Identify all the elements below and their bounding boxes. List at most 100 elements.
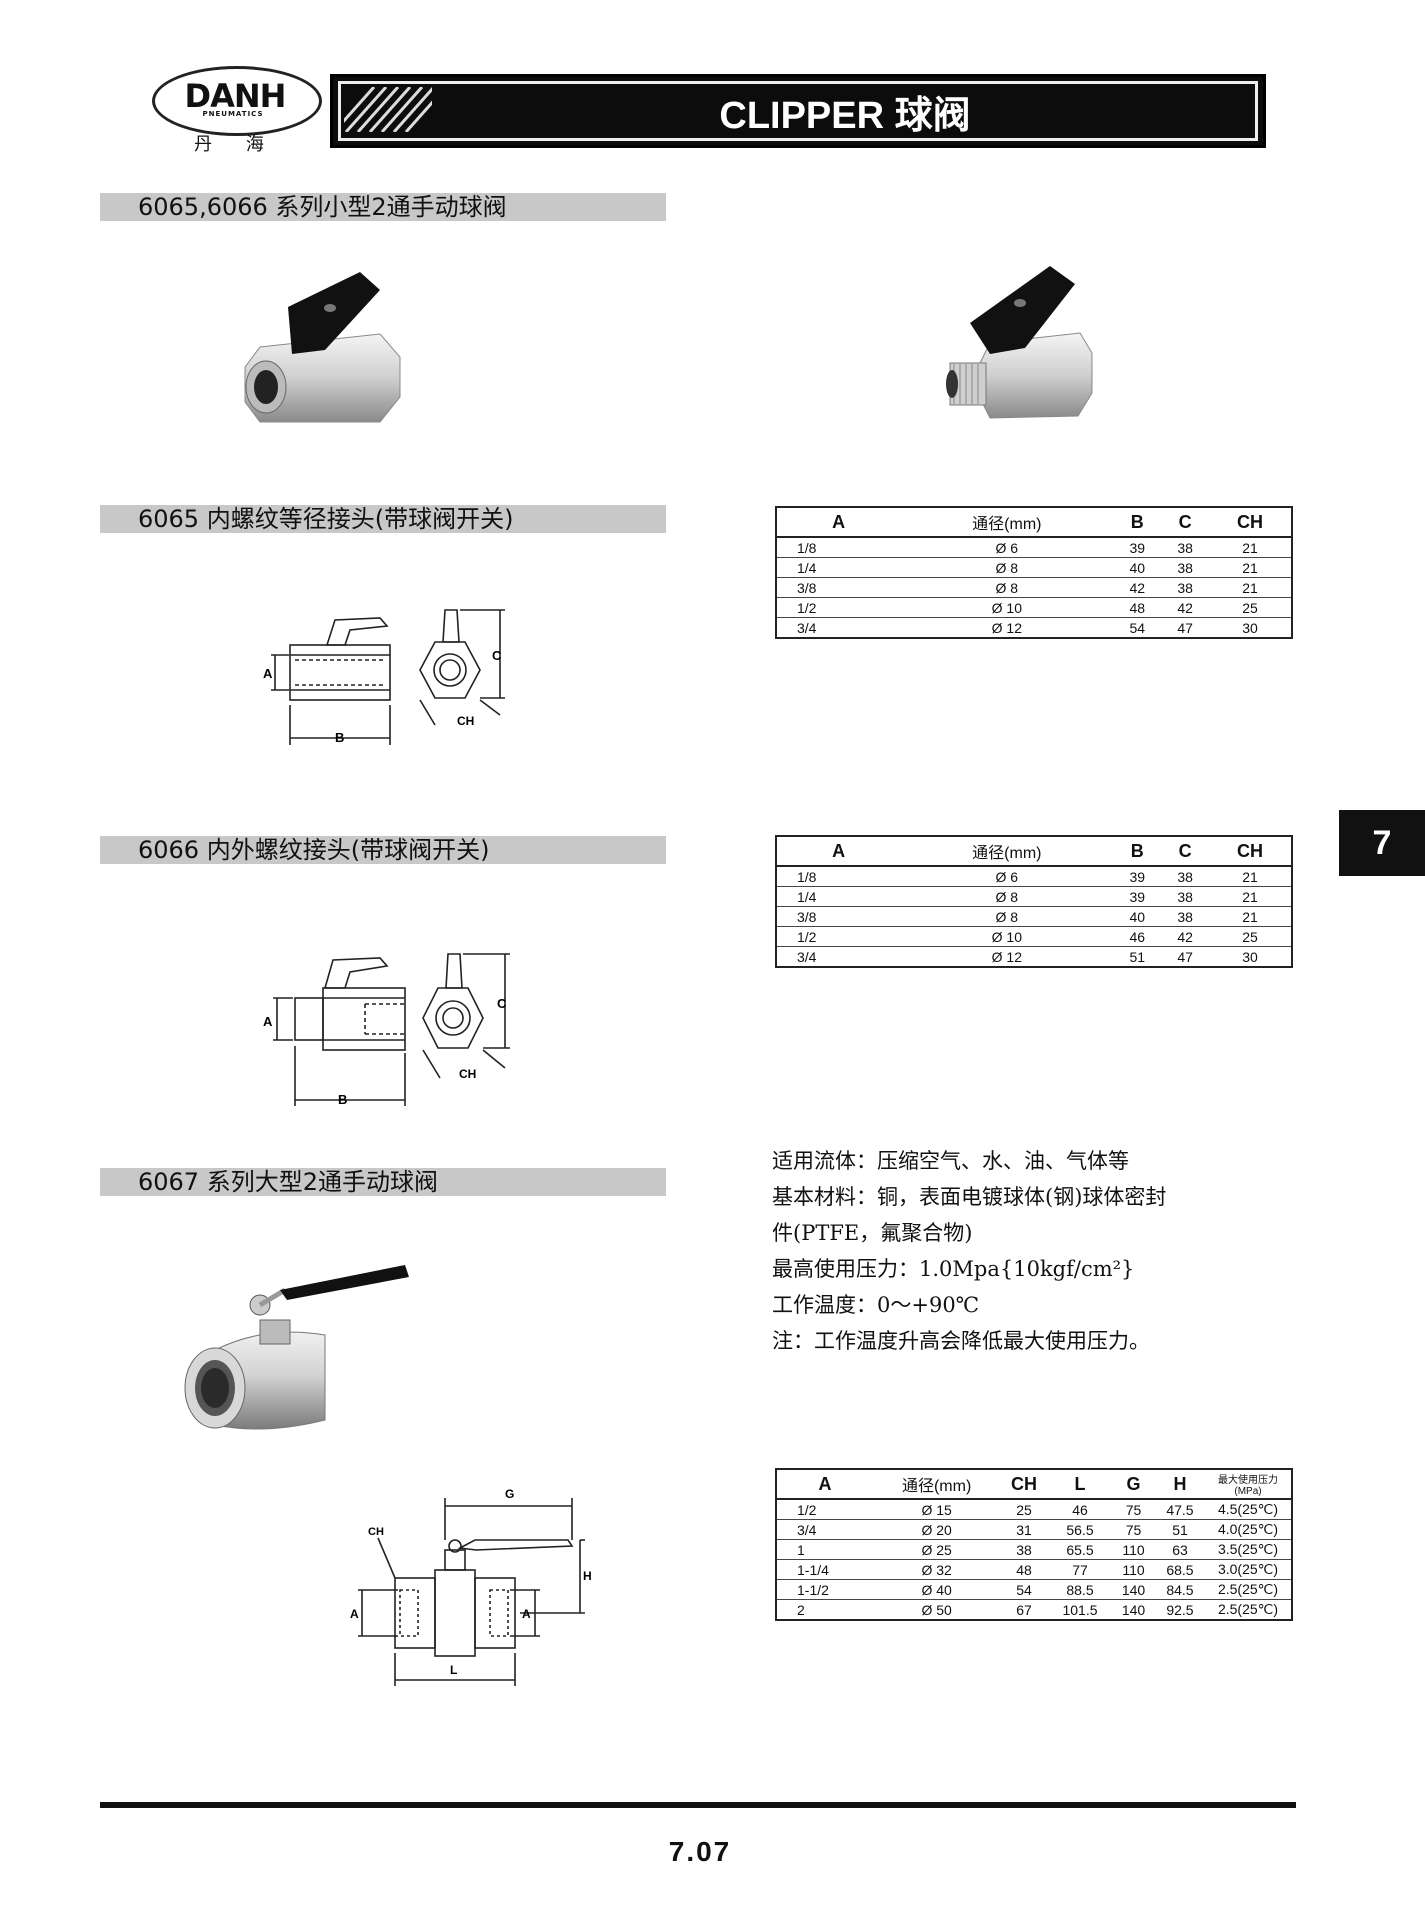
table-cell: 54 — [1129, 619, 1146, 636]
table-cell: 1 — [776, 1539, 874, 1560]
table-cell: 3.5(25℃) — [1205, 1539, 1292, 1560]
dim-label-b: B — [335, 730, 344, 745]
table-cell: 1/4 — [776, 886, 901, 907]
table-cell: 75 — [1112, 1519, 1155, 1540]
table-row: 3/4 Ø 12 51 47 30 — [776, 947, 1292, 968]
dim-label-a-left: A — [350, 1607, 359, 1621]
section-header-6065: 6065 内螺纹等径接头(带球阀开关) — [100, 505, 666, 533]
col-header: H — [1154, 1469, 1205, 1500]
footer-rule — [100, 1802, 1296, 1808]
spec-table-6067: A 通径(mm) CH L G H 最大使用压力(MPa) 1/2 Ø 15 2… — [775, 1468, 1293, 1621]
col-header: CH — [1000, 1469, 1048, 1500]
table-cell: 110 — [1112, 1559, 1155, 1580]
col-header: 通径(mm) — [873, 1469, 1001, 1500]
page-number: 7.07 — [668, 1836, 732, 1867]
dim-label-b: B — [338, 1092, 347, 1107]
table-cell: 3/8 — [776, 577, 901, 598]
table-cell: 3/4 — [776, 1519, 874, 1540]
table-cell: 63 — [1154, 1539, 1205, 1560]
col-header: CH — [1209, 836, 1292, 867]
table-cell: 21 — [1209, 557, 1292, 578]
table-row: 3/8 Ø 8 40 38 21 — [776, 906, 1292, 927]
col-header: L — [1047, 1469, 1113, 1500]
table-cell: 39 — [1113, 537, 1162, 558]
table-cell: 39 — [1113, 866, 1162, 887]
table-cell: 67 — [1016, 1601, 1032, 1618]
table-cell: 42 — [1161, 926, 1210, 947]
table-cell: 38 — [1161, 906, 1210, 927]
spec-temperature: 工作温度：0～+90℃ — [772, 1293, 980, 1317]
table-row: 1/8 Ø 6 39 38 21 — [776, 537, 1292, 558]
table-cell: 51 — [1154, 1519, 1205, 1540]
table-cell: 21 — [1209, 906, 1292, 927]
table-cell: 1-1/4 — [776, 1559, 874, 1580]
table-cell: 2.5(25℃) — [1217, 1601, 1279, 1617]
table-cell: 54 — [1000, 1579, 1048, 1600]
table-cell: 42 — [1161, 597, 1210, 618]
chapter-tab: 7 — [1339, 810, 1425, 876]
table-cell: 1/2 — [776, 1499, 874, 1520]
table-cell: 38 — [1161, 866, 1210, 887]
table-cell: 3/4 — [797, 619, 817, 636]
dim-label-c: C — [492, 648, 502, 663]
table-cell: 101.5 — [1062, 1601, 1098, 1618]
table-cell: Ø 8 — [900, 577, 1114, 598]
large-ball-valve-photo — [184, 1265, 409, 1430]
table-row: 1-1/2 Ø 40 54 88.5 140 84.5 2.5(25℃) — [776, 1579, 1292, 1600]
table-cell: 48 — [1113, 597, 1162, 618]
table-cell: Ø 12 — [991, 948, 1022, 965]
table-cell: 65.5 — [1047, 1539, 1113, 1560]
table-row: 3/4 Ø 20 31 56.5 75 51 4.0(25℃) — [776, 1519, 1292, 1540]
dim-label-g: G — [505, 1487, 514, 1501]
table-row: 1-1/4 Ø 32 48 77 110 68.5 3.0(25℃) — [776, 1559, 1292, 1580]
table-cell: 75 — [1112, 1499, 1155, 1520]
table-cell: 51 — [1129, 948, 1146, 965]
spec-table-6066: A 通径(mm) B C CH 1/8 Ø 6 39 38 21 1/4 Ø 8… — [775, 835, 1293, 968]
table-cell: 47 — [1177, 948, 1193, 965]
table-cell: Ø 40 — [873, 1579, 1001, 1600]
col-header: 通径(mm) — [900, 836, 1114, 867]
table-cell: 25 — [1209, 597, 1292, 618]
table-cell: 3/4 — [797, 948, 817, 965]
col-header: B — [1113, 507, 1162, 538]
table-cell: 56.5 — [1047, 1519, 1113, 1540]
dim-label-a-right: A — [522, 1607, 531, 1621]
table-row: 1/2 Ø 10 46 42 25 — [776, 926, 1292, 947]
table-cell: 1-1/2 — [776, 1579, 874, 1600]
title-stripes — [344, 87, 432, 132]
table-cell: Ø 6 — [900, 866, 1114, 887]
section-header-6066: 6066 内外螺纹接头(带球阀开关) — [100, 836, 666, 864]
table-cell: 25 — [1209, 926, 1292, 947]
col-header: 通径(mm) — [900, 507, 1114, 538]
dim-label-ch: CH — [459, 1067, 476, 1081]
table-cell: 38 — [1161, 886, 1210, 907]
table-cell: 2 — [797, 1601, 805, 1618]
table-row: 3/4 Ø 12 54 47 30 — [776, 618, 1292, 639]
title-banner-inner — [338, 81, 1258, 141]
table-cell: 38 — [1161, 557, 1210, 578]
mini-valve-male-female-photo — [946, 266, 1093, 419]
spec-material-line2: 件(PTFE，氟聚合物) — [772, 1221, 973, 1245]
table-cell: 40 — [1113, 906, 1162, 927]
section-header-6067: 6067 系列大型2通手动球阀 — [100, 1168, 666, 1196]
table-cell: Ø 12 — [991, 619, 1022, 636]
table-cell: Ø 8 — [900, 886, 1114, 907]
table-cell: 42 — [1113, 577, 1162, 598]
table-cell: Ø 32 — [873, 1559, 1001, 1580]
spec-table-6065: A 通径(mm) B C CH 1/8 Ø 6 39 38 21 1/4 Ø 8… — [775, 506, 1293, 639]
table-cell: 21 — [1209, 577, 1292, 598]
table-cell: Ø 8 — [900, 906, 1114, 927]
table-cell: 88.5 — [1047, 1579, 1113, 1600]
table-cell: 38 — [1161, 577, 1210, 598]
table-row: 3/8 Ø 8 42 38 21 — [776, 577, 1292, 598]
diagram-6066: A B C CH — [263, 953, 510, 1107]
spec-fluid: 适用流体：压缩空气、水、油、气体等 — [772, 1149, 1129, 1173]
table-cell: Ø 10 — [900, 597, 1114, 618]
table-cell: Ø 25 — [873, 1539, 1001, 1560]
spec-material-line1: 基本材料：铜，表面电镀球体(钢)球体密封 — [772, 1185, 1167, 1209]
col-header: CH — [1209, 507, 1292, 538]
table-cell: 110 — [1112, 1539, 1155, 1560]
col-header: C — [1161, 507, 1210, 538]
table-cell: 140 — [1112, 1579, 1155, 1600]
table-row: 1 Ø 25 38 65.5 110 63 3.5(25℃) — [776, 1539, 1292, 1560]
